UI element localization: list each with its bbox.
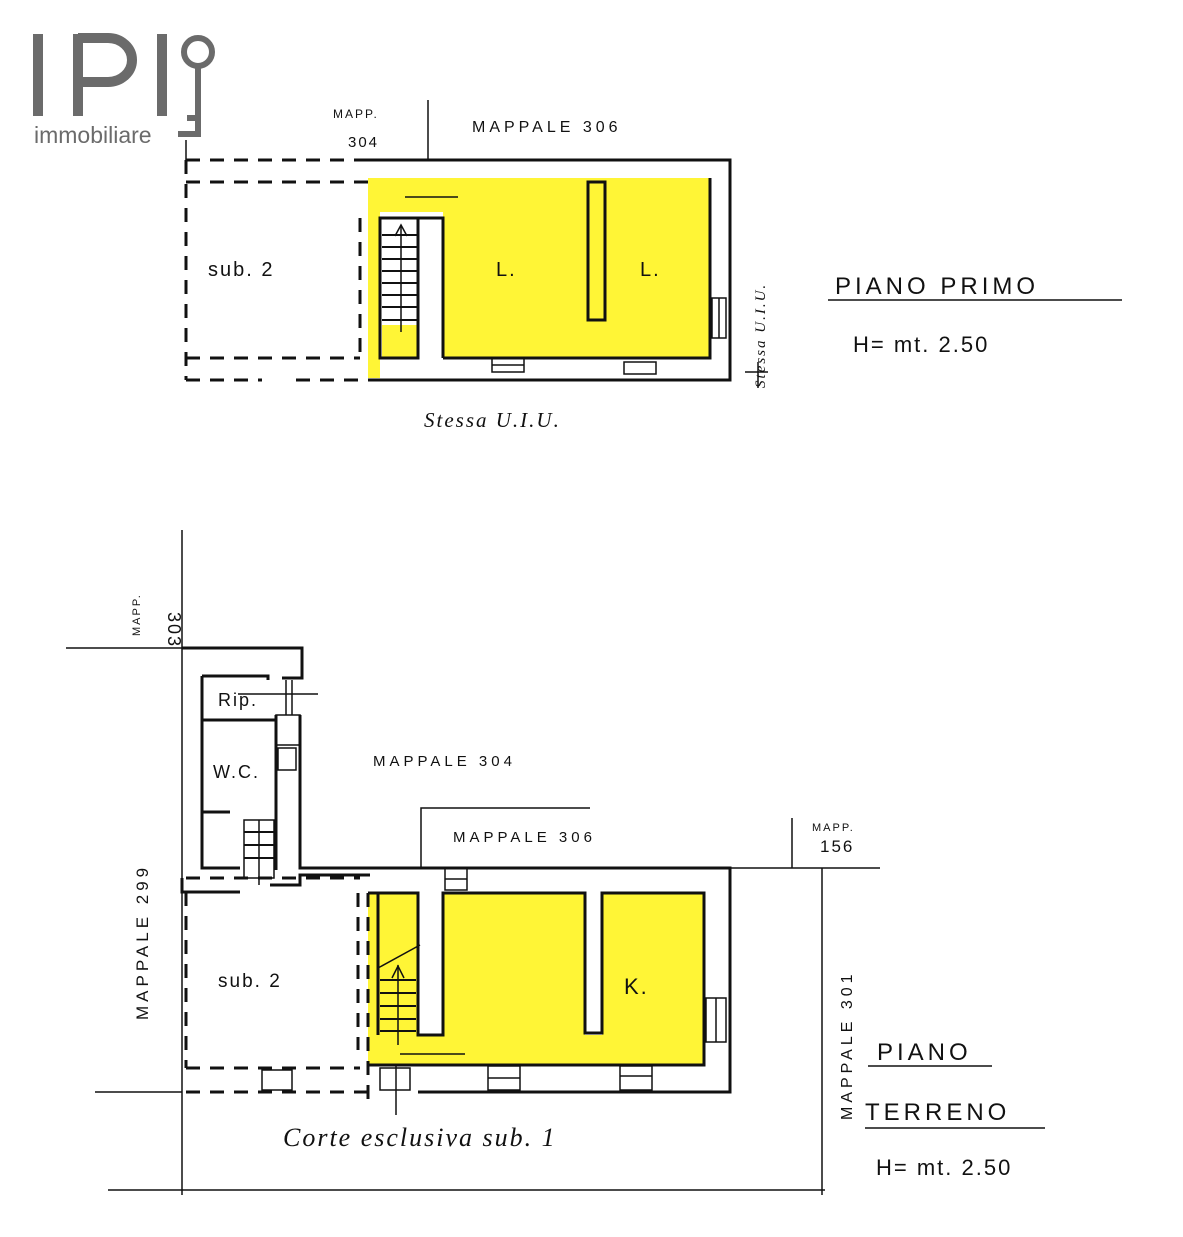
label-mapp-156-line1: MAPP.	[812, 822, 855, 834]
room-label-l-left: L.	[496, 259, 517, 281]
room-label-wc: W.C.	[213, 762, 260, 782]
main-staircase	[377, 944, 421, 1045]
logo-tagline: immobiliare	[34, 122, 152, 148]
piano-primo-title: PIANO PRIMO	[835, 273, 1039, 300]
label-mappale-304: MAPPALE 304	[373, 753, 516, 770]
label-sub-2-bottom: sub. 2	[218, 971, 282, 992]
label-mapp-304-line2: 304	[348, 134, 379, 151]
piano-primo-plan: MAPP. 304 MAPPALE 306 sub. 2 L. L. Stess…	[184, 100, 1122, 432]
label-mapp-156-line2: 156	[820, 837, 854, 856]
piano-terreno-height: H= mt. 2.50	[876, 1155, 1012, 1180]
service-staircase	[243, 819, 275, 885]
label-mapp-303-line2: 303	[164, 612, 184, 648]
label-mappale-301: MAPPALE 301	[839, 970, 856, 1120]
label-mapp-304-line1: MAPP.	[333, 107, 379, 121]
piano-terreno-plan: MAPP. 303 MAPPALE 299 Rip. W.C. MAPPALE …	[66, 530, 1045, 1195]
piano-primo-height: H= mt. 2.50	[853, 332, 989, 357]
staircase	[382, 223, 418, 332]
key-icon	[181, 35, 215, 69]
label-mapp-303-line1: MAPP.	[131, 593, 143, 636]
label-mappale-306-bottom: MAPPALE 306	[453, 829, 596, 846]
label-stessa-uiu-bottom: Stessa U.I.U.	[424, 408, 561, 432]
label-mappale-299: MAPPALE 299	[133, 864, 152, 1020]
piano-terreno-title-line1: PIANO	[877, 1039, 972, 1066]
logo: immobiliare	[33, 33, 215, 148]
room-label-k: K.	[624, 974, 649, 999]
label-stessa-uiu-side: Stessa U.I.U.	[753, 283, 769, 388]
label-corte-esclusiva: Corte esclusiva sub. 1	[283, 1123, 557, 1152]
room-label-l-right: L.	[640, 259, 661, 281]
room-label-rip: Rip.	[218, 690, 258, 710]
label-mappale-306-top: MAPPALE 306	[472, 119, 622, 136]
piano-terreno-title-line2: TERRENO	[865, 1099, 1010, 1126]
label-sub-2-top: sub. 2	[208, 259, 274, 281]
